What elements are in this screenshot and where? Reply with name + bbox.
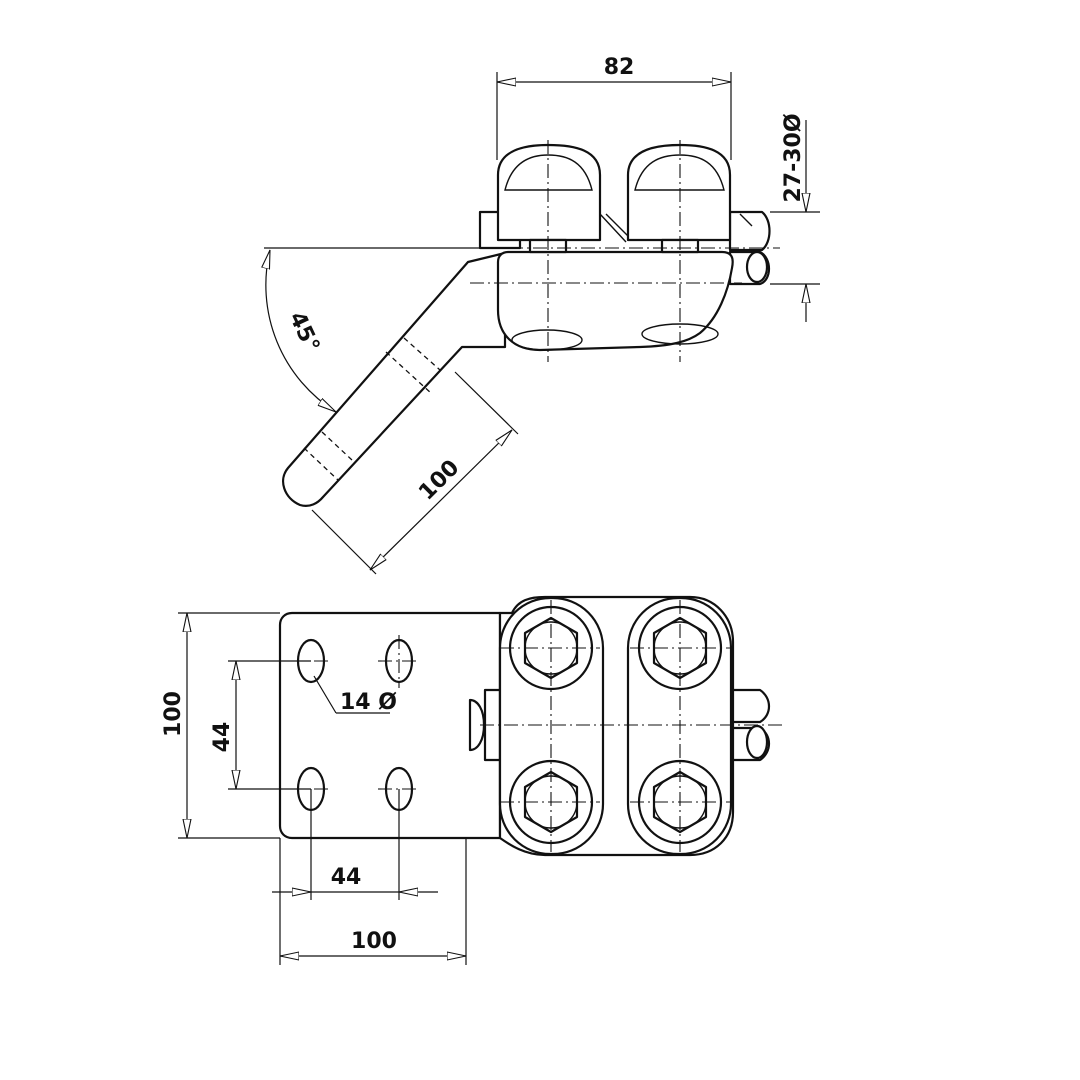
dim-hole-spacing-horizontal: 44 <box>272 789 438 900</box>
dim-top-width: 82 <box>496 55 732 160</box>
dim-top-width-label: 82 <box>604 55 635 80</box>
dim-hole-spacing-vertical-label: 44 <box>210 722 235 753</box>
dim-conductor-diameter-label: 27-30Ø <box>781 113 806 202</box>
palm-plate <box>278 611 502 840</box>
dim-hole-spacing-vertical: 44 <box>210 660 311 790</box>
front-view: 100 44 14 Ø 44 100 <box>161 595 785 965</box>
dim-plate-height-label: 100 <box>161 691 186 737</box>
clamp-cap-right <box>626 143 732 254</box>
dim-plate-width: 100 <box>279 838 467 965</box>
angled-palm <box>282 251 507 507</box>
palm-hole-hidden-lines <box>303 337 441 481</box>
dim-palm-length-label: 100 <box>414 455 464 505</box>
dim-plate-width-label: 100 <box>351 929 397 954</box>
side-view: 82 27-30Ø 45° 100 <box>264 55 820 575</box>
dim-conductor-diameter: 27-30Ø <box>770 113 820 322</box>
dim-plate-height: 100 <box>161 612 280 839</box>
clamp-cap-left <box>496 143 602 254</box>
dim-hole-spacing-horizontal-label: 44 <box>331 865 362 890</box>
dim-angle-label: 45° <box>284 308 324 356</box>
conductor-side <box>478 210 771 286</box>
dim-hole-diameter-label: 14 Ø <box>340 690 397 715</box>
dim-hole-diameter: 14 Ø <box>313 675 397 715</box>
clamp-body-side <box>496 250 734 352</box>
